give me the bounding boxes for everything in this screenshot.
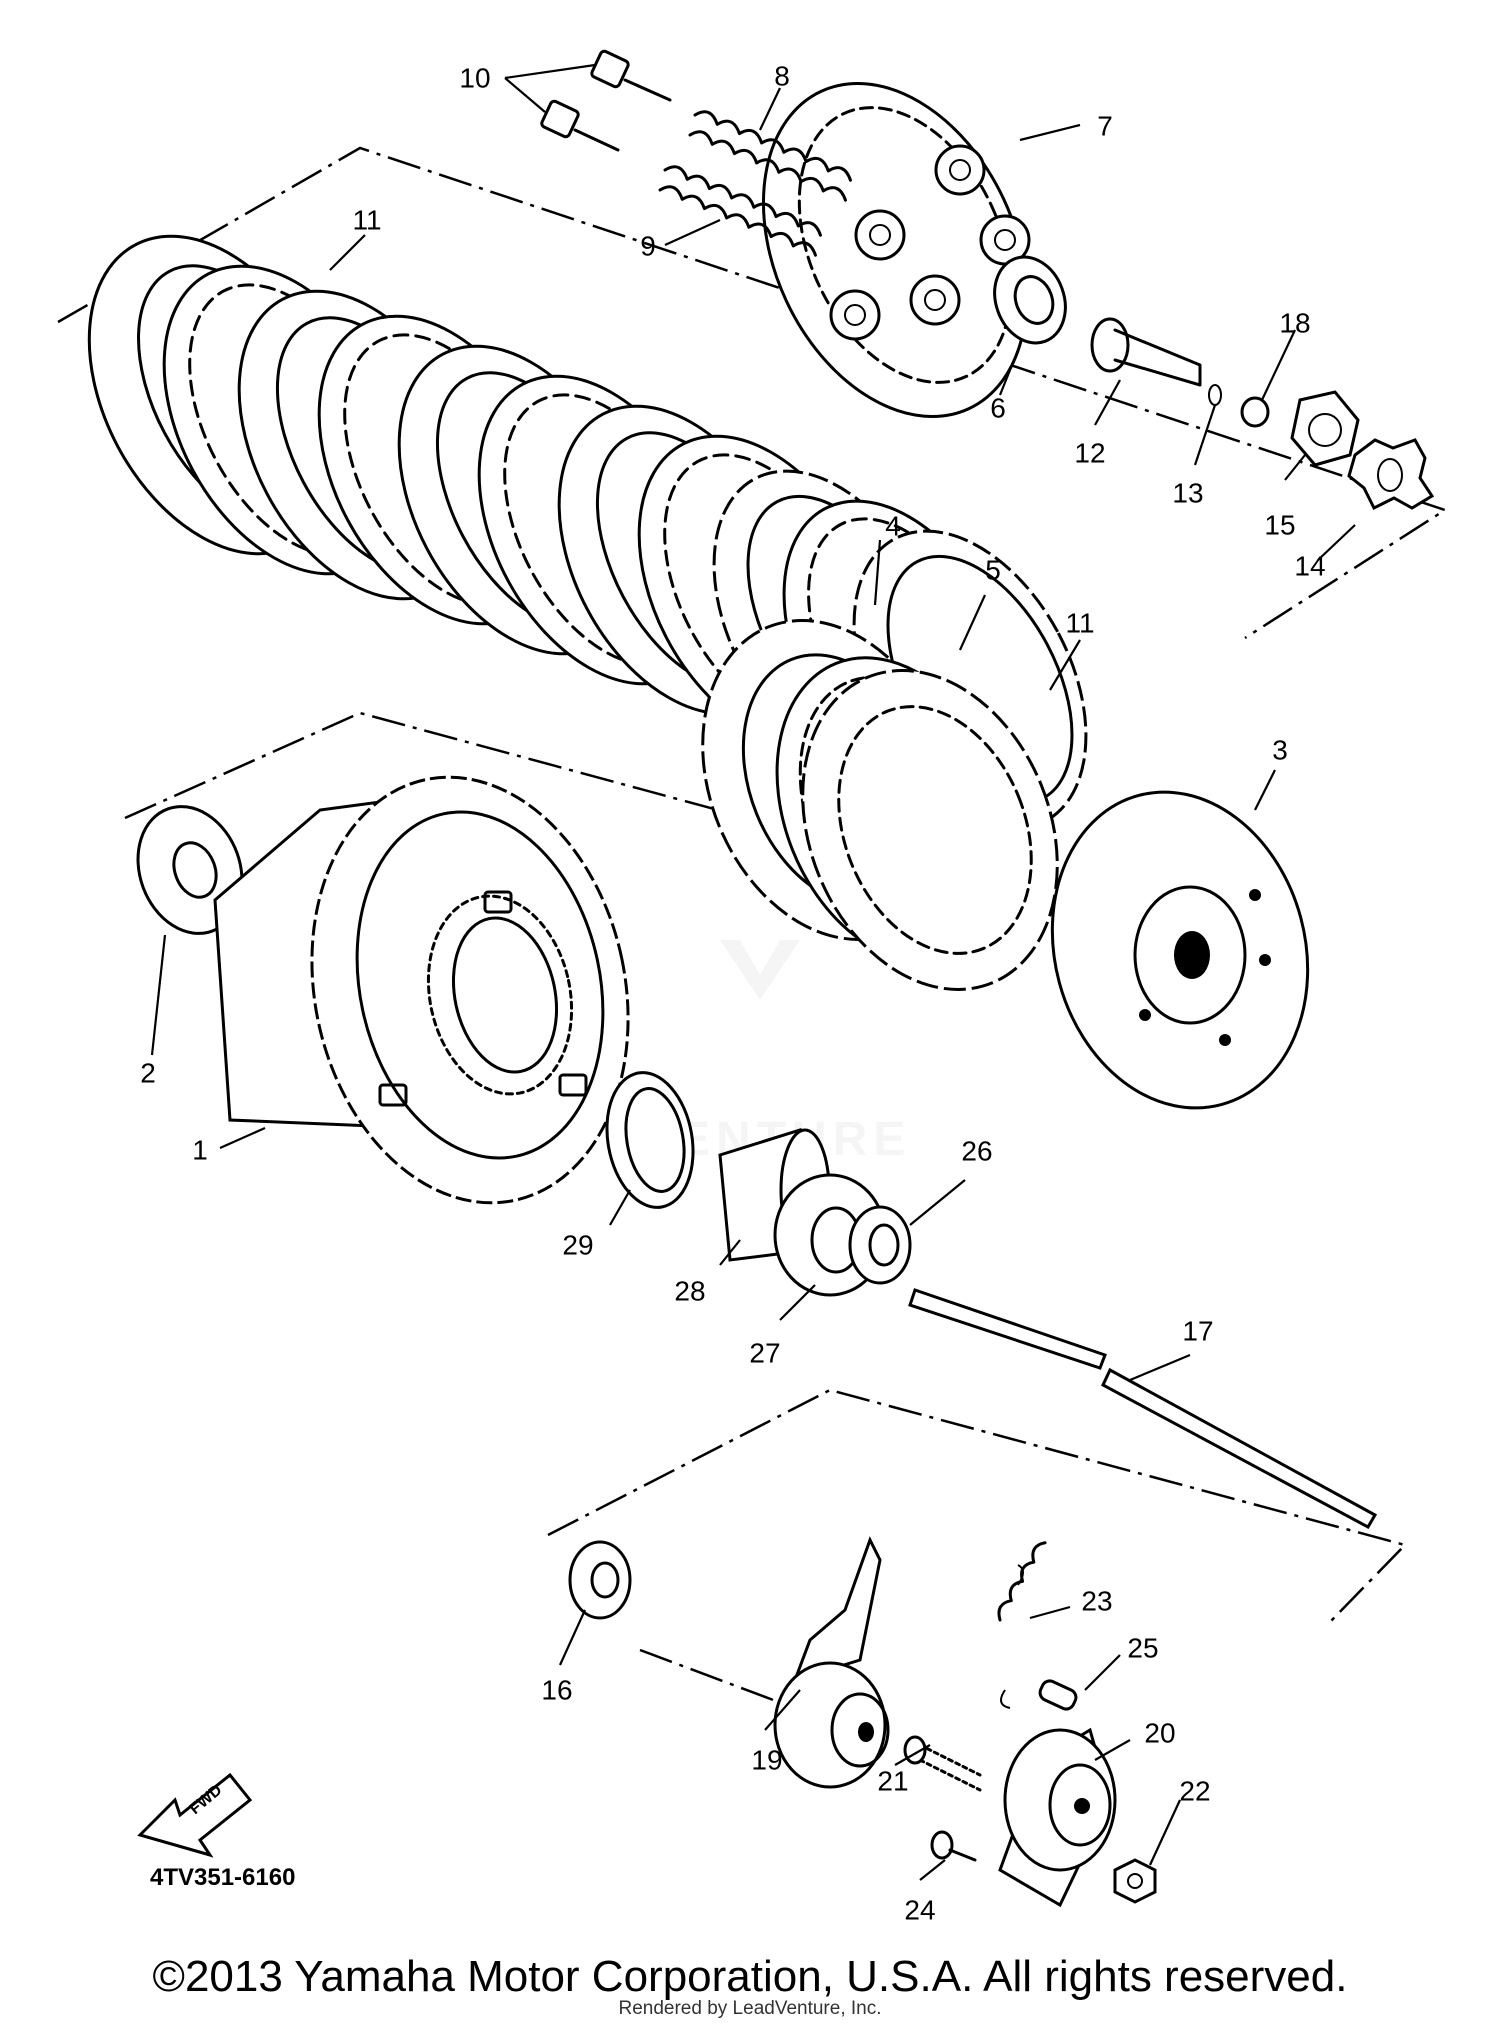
callout-6: 6 xyxy=(990,392,1006,423)
callout-14: 14 xyxy=(1294,550,1325,581)
callout-24: 24 xyxy=(904,1894,935,1925)
rendered-by-credit: Rendered by LeadVenture, Inc. xyxy=(618,1998,882,2019)
callout-20: 20 xyxy=(1144,1717,1175,1748)
callout-7: 7 xyxy=(1097,110,1113,141)
callout-12: 12 xyxy=(1074,437,1105,468)
front-plate-set xyxy=(701,619,1059,991)
lever-cover xyxy=(998,1727,1117,1908)
callout-10: 10 xyxy=(459,62,490,93)
callout-19: 19 xyxy=(751,1744,782,1775)
locknut xyxy=(1113,1858,1157,1904)
callout-1: 1 xyxy=(192,1134,208,1165)
callout-21: 21 xyxy=(877,1765,908,1796)
copyright-notice: ©2013 Yamaha Motor Corporation, U.S.A. A… xyxy=(152,1952,1348,2001)
callout-9: 9 xyxy=(640,230,656,261)
callout-2: 2 xyxy=(140,1057,156,1088)
oil-seal xyxy=(568,1540,632,1620)
pin xyxy=(1038,1679,1078,1711)
callout-16: 16 xyxy=(541,1674,572,1705)
spacers-and-bushings xyxy=(605,1071,912,1297)
callout-13: 13 xyxy=(1172,477,1203,508)
push-lever-shaft xyxy=(773,1536,890,1789)
clutch-housing xyxy=(213,775,630,1205)
clutch-boss xyxy=(1050,790,1310,1110)
push-rod-and-nut xyxy=(1090,317,1435,511)
callout-27: 27 xyxy=(749,1337,780,1368)
callout-5: 5 xyxy=(985,554,1001,585)
bearing xyxy=(993,255,1067,345)
callout-4: 4 xyxy=(885,510,901,541)
clutch-springs xyxy=(658,110,852,257)
bolts xyxy=(540,49,672,152)
callout-3: 3 xyxy=(1272,734,1288,765)
callout-18: 18 xyxy=(1279,307,1310,338)
callout-25: 25 xyxy=(1127,1632,1158,1663)
callout-22: 22 xyxy=(1179,1775,1210,1806)
callout-8: 8 xyxy=(774,60,790,91)
callout-29: 29 xyxy=(562,1229,593,1260)
leader-lines xyxy=(150,63,1356,1881)
callout-23: 23 xyxy=(1081,1585,1112,1616)
diagram-code: 4TV351-6160 xyxy=(150,1864,295,1891)
callout-15: 15 xyxy=(1264,509,1295,540)
pressure-plate xyxy=(761,81,1031,419)
long-push-rod xyxy=(908,1288,1378,1530)
callout-17: 17 xyxy=(1182,1315,1213,1346)
return-spring xyxy=(997,1541,1047,1709)
screw xyxy=(930,1830,977,1862)
fwd-arrow: FWD xyxy=(137,1772,253,1858)
callout-26: 26 xyxy=(961,1135,992,1166)
callout-11a: 11 xyxy=(352,204,381,235)
callouts: 10 8 7 9 11 6 12 13 18 15 14 4 5 11 3 2 … xyxy=(140,60,1325,1925)
callout-28: 28 xyxy=(674,1275,705,1306)
adjusting-bolt xyxy=(903,1735,982,1792)
callout-11b: 11 xyxy=(1065,607,1094,638)
